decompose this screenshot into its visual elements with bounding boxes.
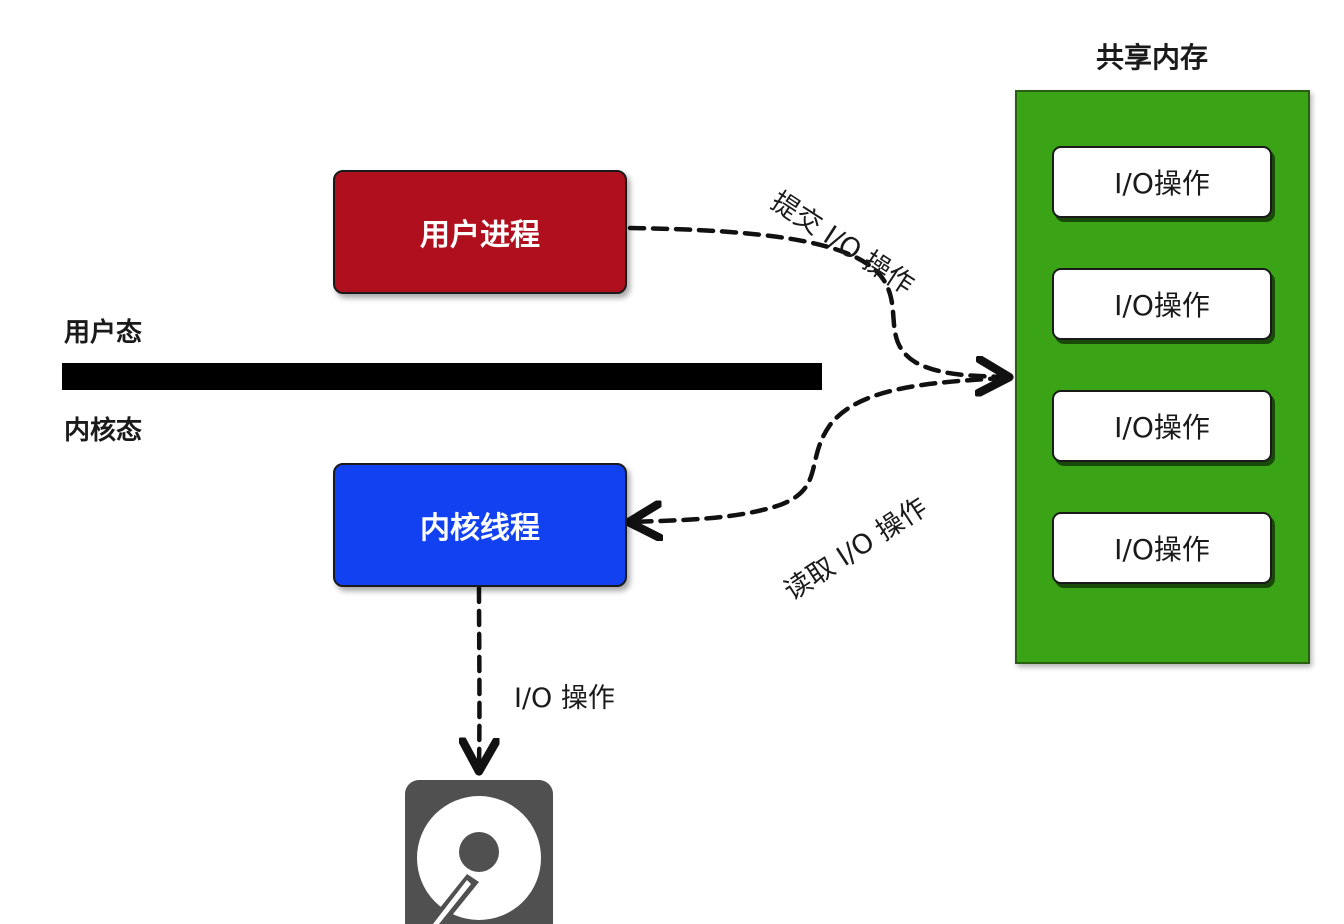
- user-process-box: 用户进程: [333, 170, 627, 294]
- shared-memory-item: I/O操作: [1052, 390, 1272, 462]
- submit-io-label: 提交 I/O 操作: [765, 185, 920, 301]
- shared-memory-title: 共享内存: [1096, 41, 1209, 74]
- kernel-thread-label: 内核线程: [420, 511, 540, 546]
- kernel-thread-box: 内核线程: [333, 463, 627, 587]
- submit-io-arrow: [627, 225, 1006, 377]
- shared-memory-item: I/O操作: [1052, 512, 1272, 584]
- io-item-label: I/O操作: [1114, 411, 1210, 444]
- io-item-label: I/O操作: [1114, 533, 1210, 566]
- io-item-label: I/O操作: [1114, 289, 1210, 322]
- shared-memory-item: I/O操作: [1052, 268, 1272, 340]
- kernel-mode-label: 内核态: [64, 416, 143, 446]
- read-io-arrow: [632, 375, 1007, 522]
- hard-disk-icon: [405, 780, 553, 924]
- io-item-label: I/O操作: [1114, 167, 1210, 200]
- shared-memory-item: I/O操作: [1052, 146, 1272, 218]
- read-io-label: 读取 I/O 操作: [778, 491, 933, 607]
- user-process-label: 用户进程: [420, 218, 540, 253]
- disk-io-label: I/O 操作: [514, 683, 615, 714]
- user-mode-label: 用户态: [64, 318, 143, 348]
- mode-divider: [62, 363, 822, 390]
